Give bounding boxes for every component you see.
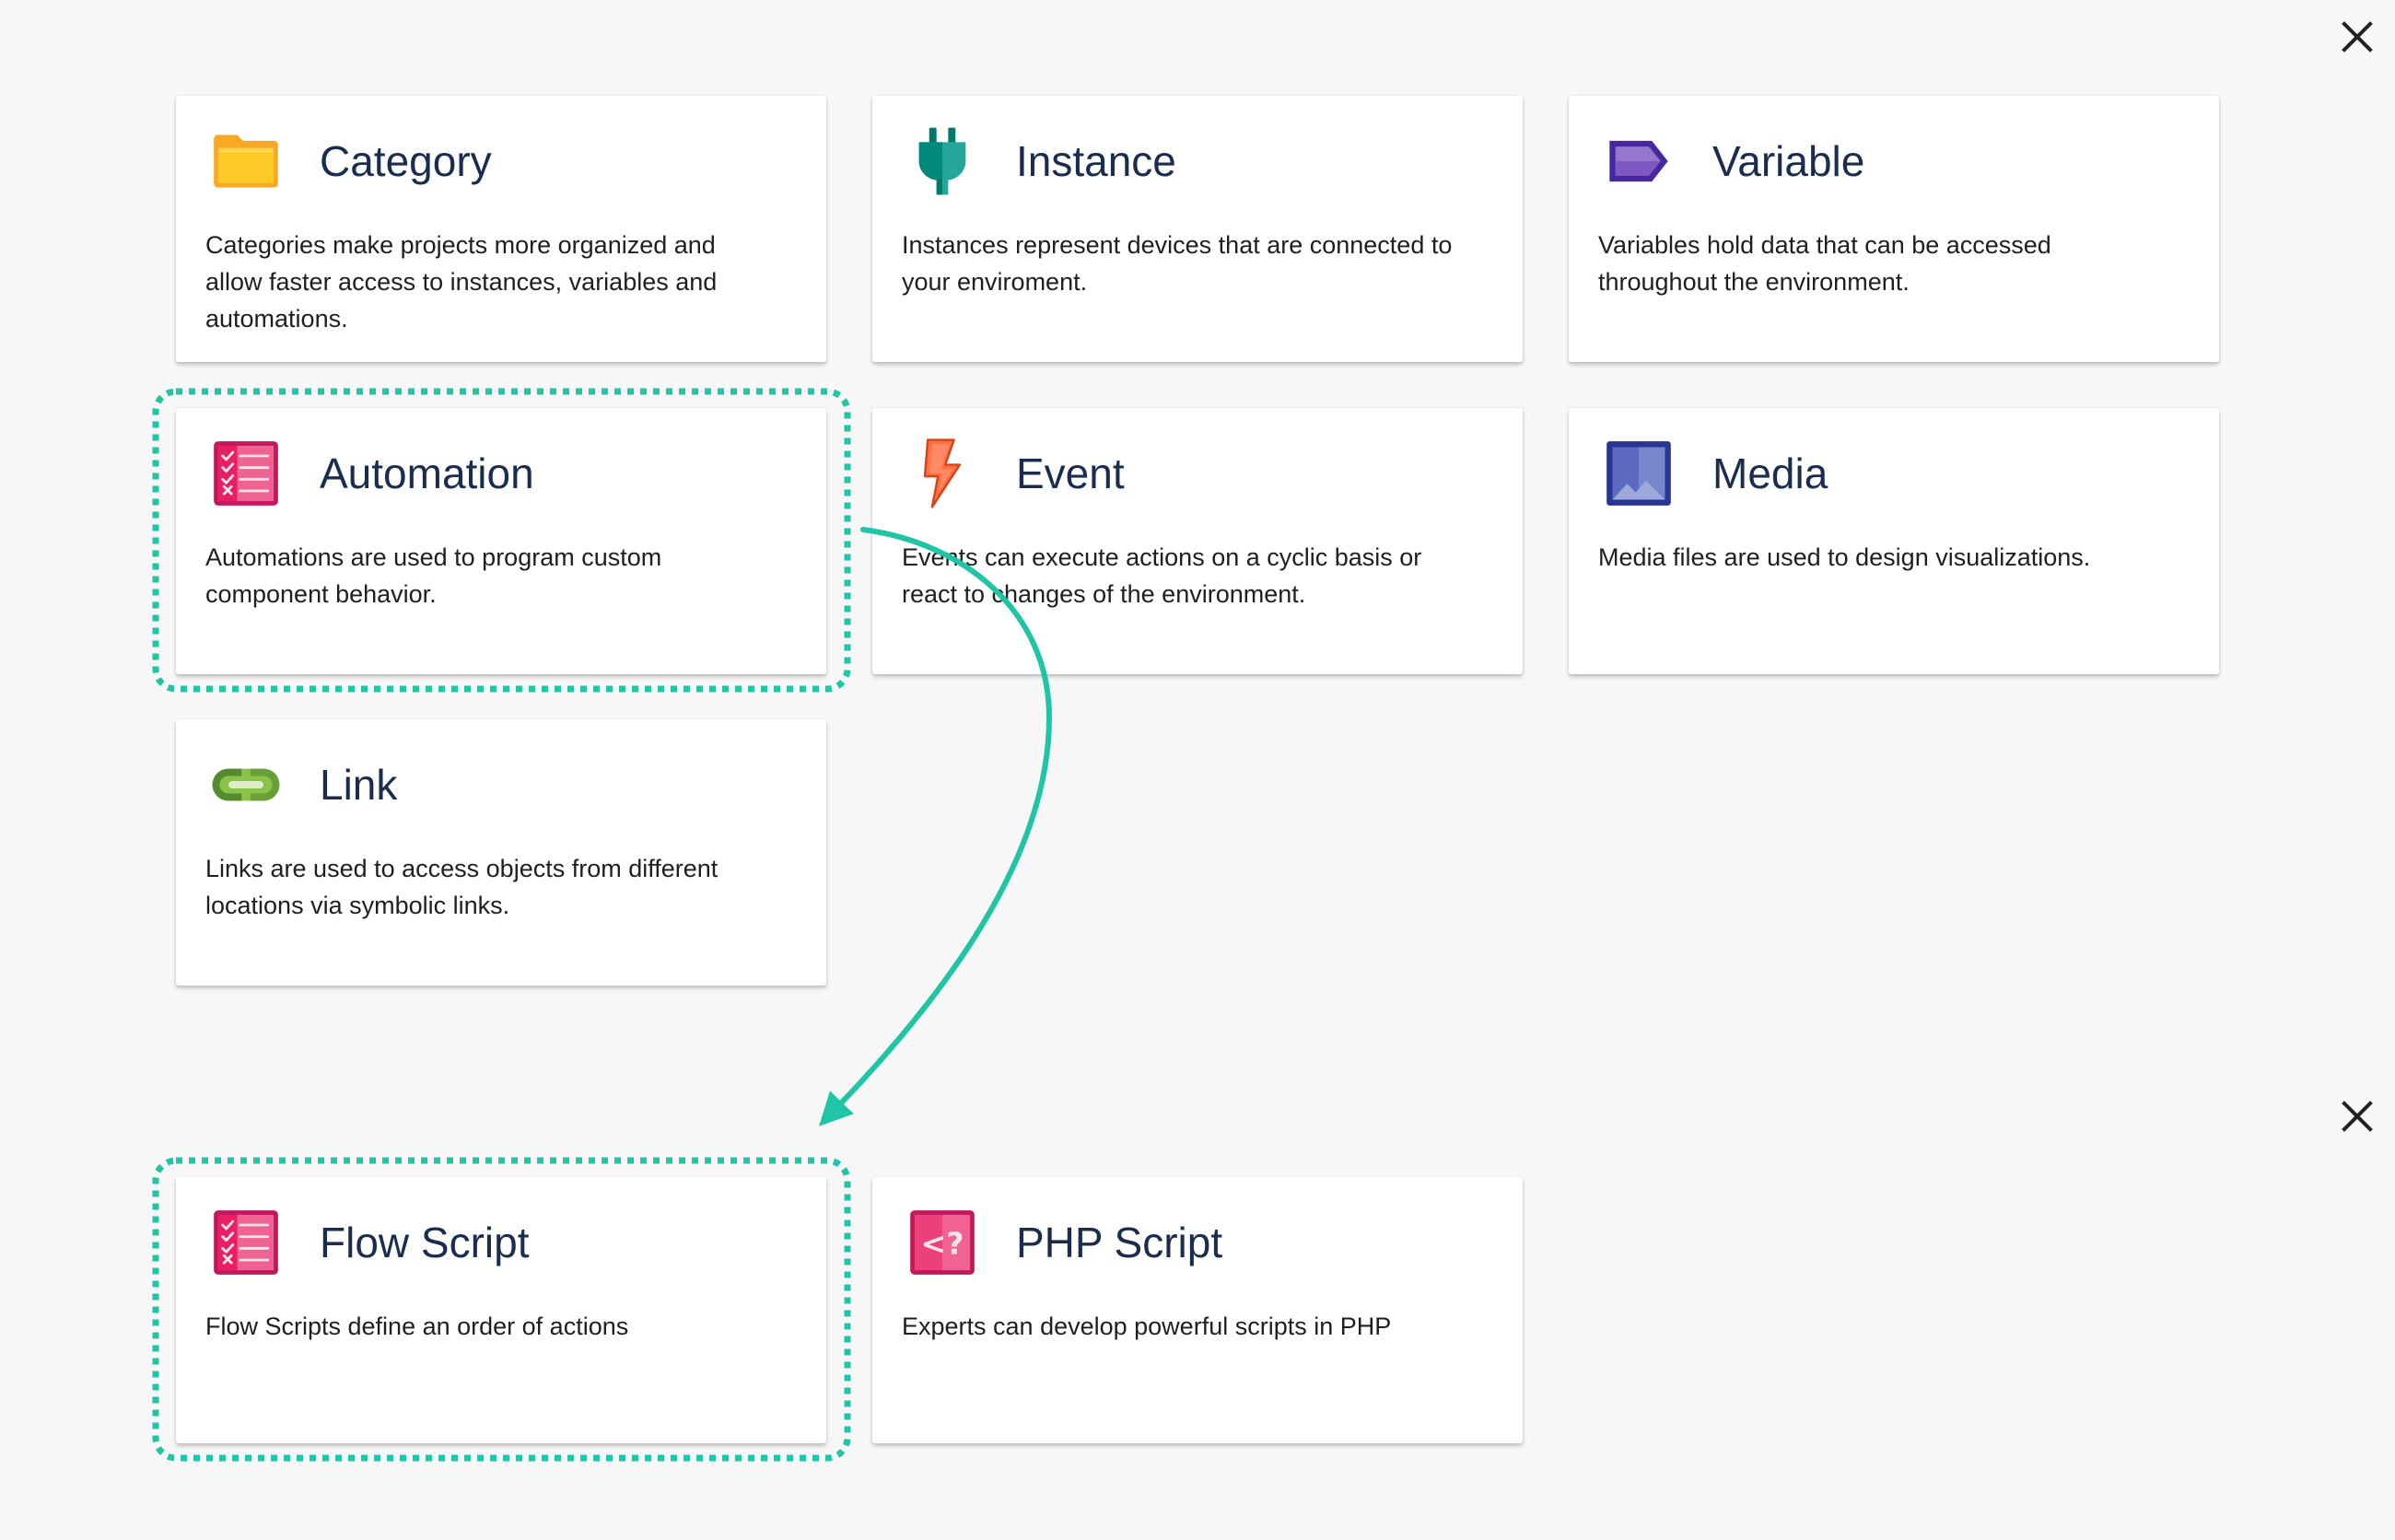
- card-description: Variables hold data that can be accessed…: [1598, 231, 2051, 296]
- card-category[interactable]: Category Categories make projects more o…: [176, 96, 826, 362]
- close-button[interactable]: [2341, 20, 2374, 53]
- card-description: Instances represent devices that are con…: [902, 231, 1453, 296]
- card-description: Categories make projects more organized …: [205, 231, 718, 332]
- image-icon: [1604, 438, 1674, 508]
- card-description: Automations are used to program custom c…: [205, 543, 662, 608]
- php-script-icon: <?: [907, 1208, 977, 1278]
- card-title: PHP Script: [1016, 1219, 1223, 1266]
- folder-icon: [211, 126, 281, 196]
- card-flow-script[interactable]: Flow Script Flow Scripts define an order…: [176, 1177, 826, 1443]
- card-php-script[interactable]: <? PHP Script Experts can develop powerf…: [872, 1177, 1523, 1443]
- card-description: Media files are used to design visualiza…: [1598, 543, 2091, 571]
- card-description: Experts can develop powerful scripts in …: [902, 1312, 1392, 1340]
- card-title: Event: [1016, 449, 1125, 497]
- card-title: Variable: [1712, 137, 1865, 185]
- tag-icon: [1604, 126, 1674, 196]
- close-icon: [2342, 21, 2373, 52]
- card-title: Automation: [320, 449, 534, 497]
- card-title: Instance: [1016, 137, 1176, 185]
- checklist-icon: [211, 438, 281, 508]
- card-description: Flow Scripts define an order of actions: [205, 1312, 629, 1340]
- link-icon: [211, 750, 281, 820]
- php-glyph: <?: [920, 1226, 964, 1262]
- card-instance[interactable]: Instance Instances represent devices tha…: [872, 96, 1523, 362]
- card-description: Events can execute actions on a cyclic b…: [902, 543, 1422, 608]
- close-button[interactable]: [2341, 1100, 2374, 1133]
- card-description: Links are used to access objects from di…: [205, 855, 718, 919]
- card-automation[interactable]: Automation Automations are used to progr…: [176, 408, 826, 674]
- card-media[interactable]: Media Media files are used to design vis…: [1569, 408, 2219, 674]
- card-event[interactable]: Event Events can execute actions on a cy…: [872, 408, 1523, 674]
- plug-icon: [907, 126, 977, 196]
- checklist-icon: [211, 1208, 281, 1278]
- card-title: Link: [320, 761, 398, 809]
- close-icon: [2342, 1101, 2373, 1132]
- card-title: Media: [1712, 449, 1828, 497]
- card-title: Category: [320, 137, 492, 185]
- card-variable[interactable]: Variable Variables hold data that can be…: [1569, 96, 2219, 362]
- card-link[interactable]: Link Links are used to access objects fr…: [176, 719, 826, 986]
- lightning-icon: [907, 438, 977, 508]
- card-title: Flow Script: [320, 1219, 530, 1266]
